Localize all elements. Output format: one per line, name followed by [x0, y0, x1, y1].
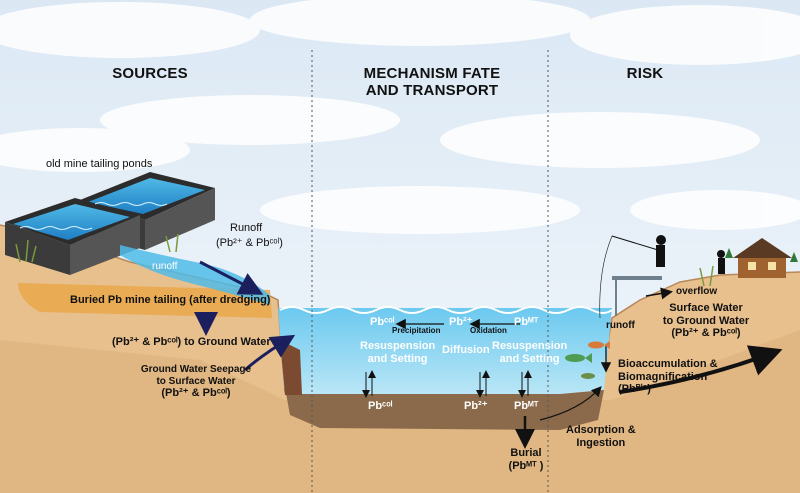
pb-mt-bottom: Pbᴹᵀ: [514, 400, 539, 412]
fisherman-icon: [599, 235, 725, 319]
buried-tailing-label: Buried Pb mine tailing (after dredging): [70, 294, 271, 306]
resuspension-right-line2: and Setting: [499, 352, 560, 365]
house-icon: [725, 238, 798, 278]
bio-line1: Bioaccumulation &: [618, 358, 718, 370]
resuspension-left-line2: and Setting: [367, 352, 428, 365]
lake-sediment: [285, 388, 604, 430]
adsorption-curve-arrow: [539, 386, 602, 421]
seepage-line2: to Surface Water: [156, 375, 236, 387]
header-risk: RISK: [626, 65, 664, 82]
tailing-ponds: [5, 172, 270, 305]
seepage-label: Ground Water Seepage to Surface Water (P…: [141, 364, 251, 400]
surface-water-label: Surface Water to Ground Water (Pb²⁺ & Pb…: [663, 302, 749, 340]
header-mechanism-line2: AND TRANSPORT: [365, 82, 499, 100]
precipitation-label: Precipitation: [392, 326, 441, 335]
pb-col-top: Pbᶜᵒˡ: [370, 316, 395, 328]
burial-species: (Pbᴹᵀ ): [508, 459, 544, 472]
resuspension-right: Resuspension and Setting: [492, 340, 567, 365]
clouds: [0, 0, 800, 234]
bio-line2: Biomagnification: [618, 370, 708, 383]
runoff-species: (Pb²⁺ & Pbᶜᵒˡ): [216, 237, 283, 249]
to-ground-water-label: (Pb²⁺ & Pbᶜᵒˡ) to Ground Water: [112, 336, 271, 348]
ponds-label: old mine tailing ponds: [46, 158, 153, 170]
groundwater-export-arrow: [619, 345, 783, 394]
bio-species: (Pbᴮⁱᵒ): [618, 383, 651, 396]
surface-species: (Pb²⁺ & Pbᶜᵒˡ): [671, 327, 741, 340]
surface-line2: to Ground Water: [662, 314, 750, 327]
seepage-species: (Pb²⁺ & Pbᶜᵒˡ): [161, 387, 231, 399]
adsorption-label: Adsorption & Ingestion: [566, 424, 636, 449]
header-sources: SOURCES: [112, 65, 188, 82]
seepage-arrow: [244, 334, 296, 372]
diffusion-label: Diffusion: [442, 344, 490, 356]
burial-title: Burial: [510, 447, 542, 459]
adsorption-line1: Adsorption &: [566, 424, 636, 436]
lake-surface-waves: [279, 306, 613, 314]
pb2-bottom: Pb²⁺: [464, 400, 488, 412]
header-mechanism: MECHANISM FATE AND TRANSPORT: [364, 65, 501, 100]
adsorption-line2: Ingestion: [576, 436, 626, 449]
oxidation-label: Oxidation: [470, 326, 507, 335]
buried-tailing-layer: [18, 283, 272, 318]
surface-line1: Surface Water: [669, 302, 743, 314]
vertical-exchange-arrows: [362, 370, 532, 398]
burial-label: Burial (Pbᴹᵀ ): [509, 447, 544, 472]
overflow-label: overflow: [676, 286, 718, 297]
pb2-top: Pb²⁺: [449, 316, 473, 328]
bioaccumulation-label: Bioaccumulation & Biomagnification (Pbᴮⁱ…: [618, 358, 718, 396]
seepage-line1: Ground Water Seepage: [140, 364, 252, 375]
runoff-arrow: [199, 260, 264, 295]
overflow-arrow: [645, 287, 673, 300]
risk-runoff-label: runoff: [606, 320, 635, 331]
runoff-title: Runoff: [230, 222, 263, 234]
pb-mt-top: Pbᴹᵀ: [514, 316, 539, 328]
resuspension-left: Resuspension and Setting: [360, 340, 435, 365]
reeds-icon: [15, 233, 714, 287]
resuspension-left-line1: Resuspension: [360, 340, 436, 352]
resuspension-right-line1: Resuspension: [492, 340, 568, 352]
runoff-small-label: runoff: [152, 261, 178, 272]
header-mechanism-line1: MECHANISM FATE: [363, 65, 501, 82]
fish-icon: [565, 341, 610, 379]
pb-col-bottom: Pbᶜᵒˡ: [368, 400, 393, 412]
